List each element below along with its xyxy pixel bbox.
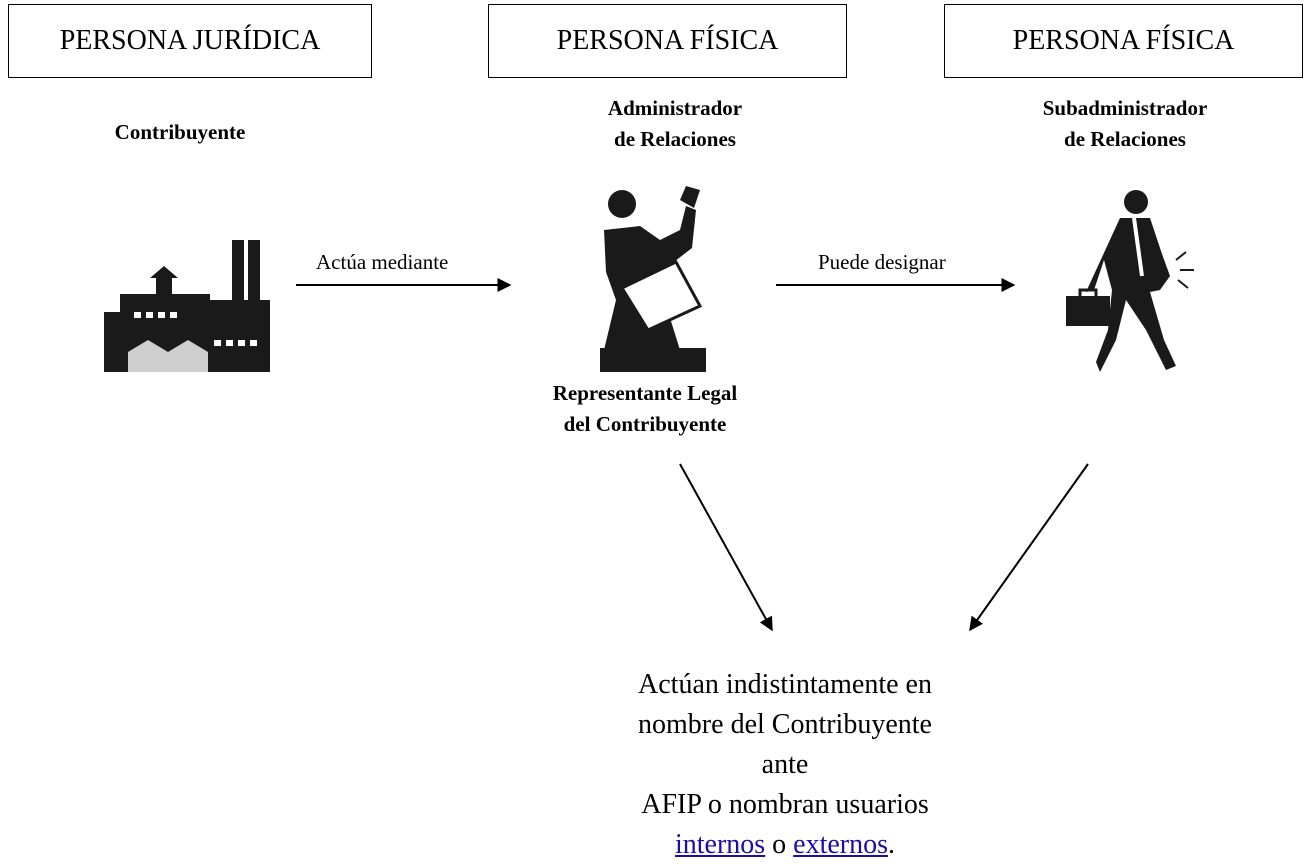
puede-designar-label: Puede designar — [818, 250, 946, 274]
box-persona-fisica-subadmin-label: PERSONA FÍSICA — [1012, 25, 1235, 56]
connector-text: o — [765, 829, 794, 860]
externos-link[interactable]: externos — [793, 829, 889, 860]
diagram-canvas — [104, 186, 1194, 632]
administrador-label: Administrador de Relaciones — [607, 96, 743, 151]
box-persona-fisica-admin: PERSONA FÍSICA — [488, 4, 847, 78]
result-line-1: Actúan indistintamente en — [638, 669, 932, 700]
result-text: Actúan indistintamente en nombre del Con… — [620, 665, 950, 865]
period-text: . — [888, 829, 896, 860]
subadministrador-label: Subadministrador de Relaciones — [1042, 96, 1208, 151]
box-persona-juridica-label: PERSONA JURÍDICA — [59, 25, 321, 56]
result-line-3: AFIP o nombran usuarios — [641, 789, 929, 820]
box-persona-fisica-subadmin: PERSONA FÍSICA — [944, 4, 1303, 78]
arrow-subadmin-to-result — [969, 463, 1089, 632]
presenting-businessman-icon — [600, 186, 706, 372]
walking-businessman-icon — [1066, 190, 1194, 372]
box-persona-fisica-admin-label: PERSONA FÍSICA — [556, 25, 779, 56]
internos-link[interactable]: internos — [674, 829, 766, 860]
result-line-2: nombre del Contribuyente ante — [638, 709, 932, 780]
actua-mediante-label: Actúa mediante — [316, 250, 449, 274]
arrow-admin-to-result — [679, 463, 773, 632]
contribuyente-label: Contribuyente — [114, 120, 246, 144]
box-persona-juridica: PERSONA JURÍDICA — [8, 4, 372, 78]
factory-icon — [104, 240, 270, 372]
representante-label: Representante Legal del Contribuyente — [552, 381, 738, 436]
result-line-4: internos o externos. — [620, 825, 950, 865]
